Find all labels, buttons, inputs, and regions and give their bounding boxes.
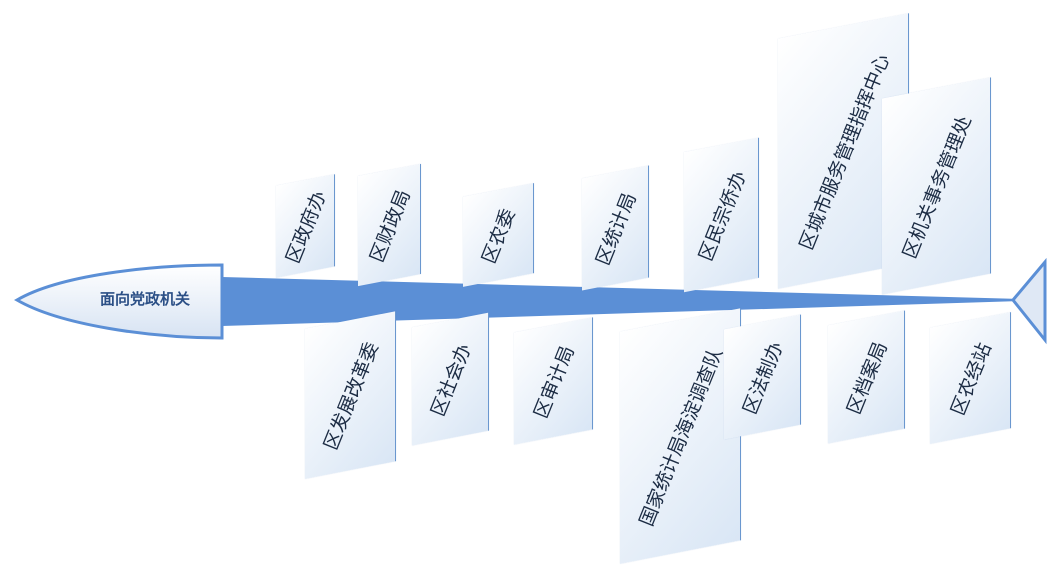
head-label: 面向党政机关 (99, 290, 190, 308)
bottom-branch-1: 区发展改革委 (305, 311, 396, 479)
fishbone-spine (222, 277, 1020, 326)
bottom-branch-3: 区审计局 (514, 317, 593, 445)
top-branch-5: 区民宗侨办 (684, 137, 759, 293)
bottom-branch-2: 区社会办 (412, 312, 489, 446)
bottom-branch-7: 区农经站 (930, 312, 1011, 444)
top-branch-7: 区机关事务管理处 (882, 77, 991, 295)
bottom-branch-4: 国家统计局海淀调查队 (620, 308, 741, 564)
bottom-branch-5: 区法制办 (724, 314, 801, 440)
top-branch-4: 区统计局 (582, 165, 649, 291)
bottom-branch-6: 区档案局 (828, 310, 905, 444)
top-branch-3: 区农委 (463, 183, 534, 287)
top-branch-1: 区政府办 (276, 174, 335, 278)
top-branch-2: 区财政局 (358, 163, 421, 287)
fishbone-head (14, 263, 224, 340)
fishbone-tail (1011, 257, 1047, 345)
